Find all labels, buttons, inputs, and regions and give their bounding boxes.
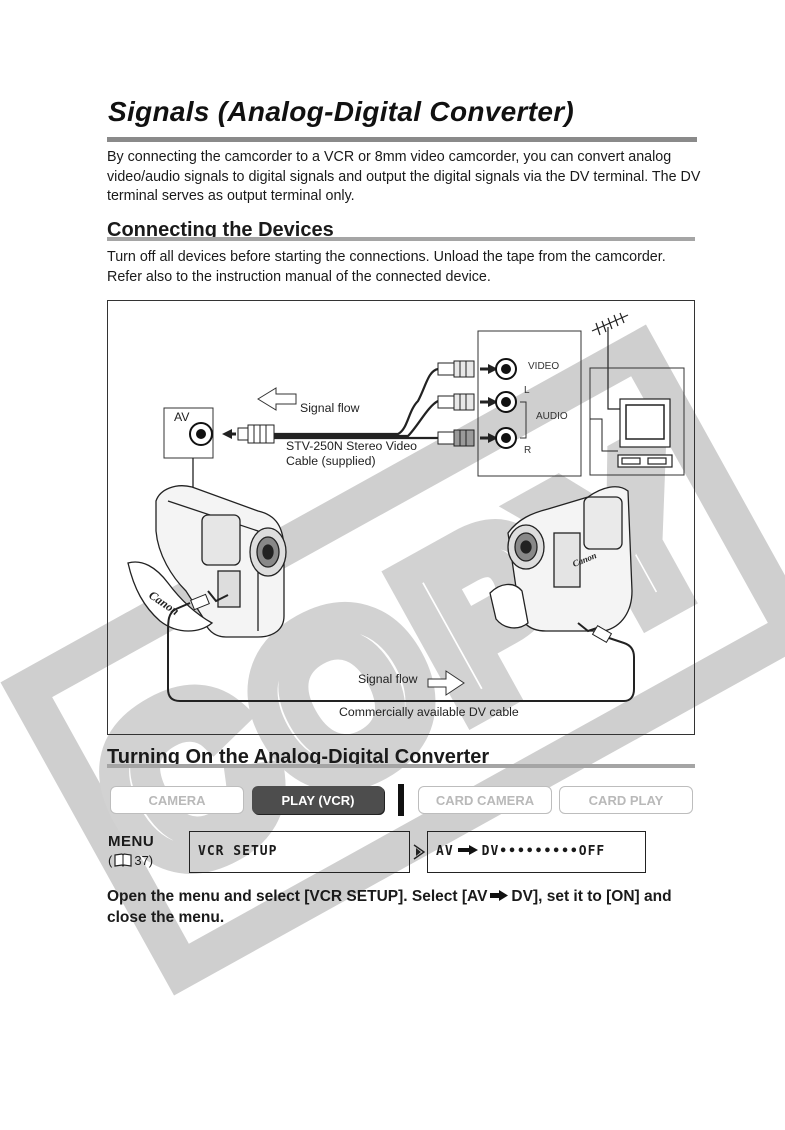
instruction-text: Open the menu and select [VCR SETUP]. Se… <box>107 886 707 928</box>
section-heading-converter: Turning On the Analog-Digital Converter <box>107 746 490 768</box>
book-icon <box>114 853 132 867</box>
dv-cable-label: Commercially available DV cable <box>339 705 519 719</box>
signal-flow-label-top: Signal flow <box>300 401 360 415</box>
mode-play-vcr: PLAY (VCR) <box>252 786 384 814</box>
mode-card-camera: CARD CAMERA <box>418 786 552 814</box>
lcd-setting-value: DV•••••••••OFF <box>481 844 606 859</box>
lcd-setting-av: AV <box>436 844 454 859</box>
mode-camera: CAMERA <box>110 786 244 814</box>
stereo-plug-icon <box>247 424 275 444</box>
menu-ref-page: 37) <box>134 853 154 868</box>
menu-ref-open: ( <box>108 853 113 868</box>
section-rule-converter <box>107 764 695 768</box>
page-title: Signals (Analog-Digital Converter) <box>108 96 575 127</box>
intro-paragraph: By connecting the camcorder to a VCR or … <box>107 149 701 204</box>
instruction-right-arrow-icon <box>490 890 509 901</box>
section-rule-connecting <box>107 237 695 241</box>
instruction-part-b: DV], set it to [ON] and close the menu. <box>107 888 672 926</box>
title-rule <box>107 137 697 142</box>
lcd-menu-text: VCR SETUP <box>198 844 278 859</box>
rca-plug-right <box>437 429 498 447</box>
play-arrow-icon <box>413 844 426 860</box>
mode-separator <box>398 784 404 816</box>
cable-label-line1: STV-250N Stereo Video <box>286 439 418 453</box>
instruction-part-a: Open the menu and select [VCR SETUP]. Se… <box>107 888 488 905</box>
av-label: AV <box>174 410 190 424</box>
left-jack-label: L <box>524 385 530 396</box>
mode-card-play: CARD PLAY <box>559 786 693 814</box>
section-heading-connecting: Connecting the Devices <box>107 219 334 241</box>
signal-flow-arrow-bottom <box>427 670 465 696</box>
lcd-setting-screen: AV DV•••••••••OFF <box>427 831 646 873</box>
cable-label-line2: Cable (supplied) <box>286 454 376 468</box>
rca-plug-left <box>437 393 498 411</box>
diagram-artwork: Canon Canon <box>127 312 685 702</box>
video-jack-label: VIDEO <box>528 361 560 372</box>
camcorder-left-icon <box>127 485 287 638</box>
vcr-jack-panel <box>477 330 582 477</box>
menu-label: MENU <box>108 833 155 850</box>
antenna-icon <box>591 312 629 410</box>
camcorder-right-icon <box>489 486 633 633</box>
signal-flow-label-bottom: Signal flow <box>358 672 418 686</box>
rca-plug-video <box>437 360 498 378</box>
tv-box <box>589 367 685 476</box>
lcd-right-arrow-icon <box>457 845 478 855</box>
lcd-menu-screen: VCR SETUP <box>189 831 410 873</box>
stereo-cable <box>274 367 439 436</box>
connecting-note: Turn off all devices before starting the… <box>107 249 666 285</box>
menu-page-ref: (37) <box>108 853 153 868</box>
mode-indicator-bar: CAMERA PLAY (VCR) CARD CAMERA CARD PLAY <box>108 784 698 816</box>
right-jack-label: R <box>524 445 532 456</box>
tv-icon <box>617 398 673 468</box>
audio-label: AUDIO <box>536 411 568 422</box>
dv-cable <box>167 602 635 702</box>
signal-flow-arrow-left <box>257 387 297 411</box>
connection-diagram: Canon Canon AV Signal flow STV-250N Ster… <box>107 300 695 735</box>
